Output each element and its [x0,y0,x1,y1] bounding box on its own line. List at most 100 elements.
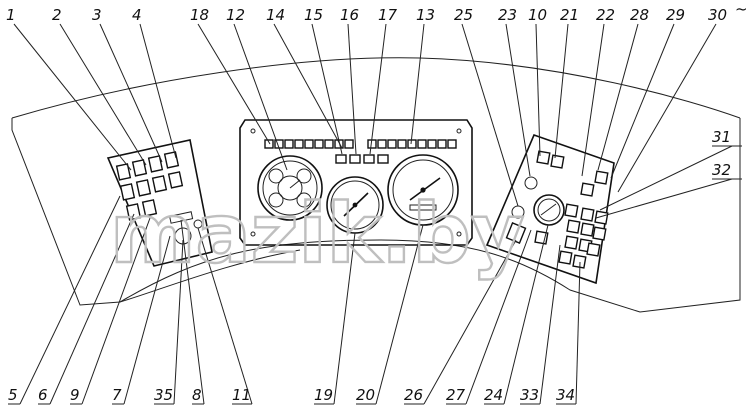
indicator-16 [349,154,361,164]
warning-lamp [314,139,324,149]
leader-line [610,23,675,179]
callout-label-33: 33 [520,386,539,404]
leader-line [465,229,532,405]
left-switches [115,151,184,221]
warning-lamp [284,139,294,149]
callout-label-10: 10 [528,6,547,24]
leader-line [49,213,135,405]
leader-line [273,23,343,149]
leader-line [173,239,184,405]
warning-lamp [344,139,354,149]
warning-lamp [324,139,334,149]
warning-lamp [264,139,274,149]
warning-lamp [427,139,437,149]
callout-label-27: 27 [446,386,466,404]
callout-label-31: 31 [712,128,731,146]
rocker-switch [564,203,579,218]
callout-label-3: 3 [92,6,102,24]
callout-label-25: 25 [454,6,473,24]
rocker-switch [564,235,579,250]
rocker-switch [586,242,601,257]
callout-label-1: 1 [6,6,16,24]
leader-line [597,23,639,171]
corner-mark: ~ [735,0,748,18]
warning-lamp [304,139,314,149]
leader-line [13,23,132,171]
callout-label-28: 28 [630,6,649,24]
center-panel [239,119,473,246]
warning-lamp [407,139,417,149]
rocker-switch [580,222,595,237]
rocker-switch [594,210,609,225]
callout-label-12: 12 [226,6,245,24]
warning-lamp [397,139,407,149]
rocker-switch [147,155,164,173]
rocker-switch [119,183,136,201]
leader-line [503,224,549,405]
callout-label-6: 6 [38,386,48,404]
warning-lamp [377,139,387,149]
callout-label-24: 24 [484,386,503,404]
rocker-switch [135,179,152,197]
rocker-switch [536,150,551,165]
callout-label-2: 2 [52,6,62,24]
leader-line [197,227,253,405]
rocker-switch [594,170,609,185]
callout-label-19: 19 [314,386,333,404]
rocker-switch [115,163,132,181]
indicator-17b [377,154,389,164]
leader-line [180,219,205,405]
rocker-switch [550,154,565,169]
rocker-switch [151,175,168,193]
rocker-switch [566,219,581,234]
rocker-switch [125,203,142,221]
left-switch-panel [106,139,213,267]
leader-line [554,23,569,159]
callout-label-30: 30 [708,6,727,24]
rocker-switch [167,171,184,189]
callout-label-16: 16 [340,6,359,24]
rocker-switch [163,151,180,169]
switch-26 [505,222,527,244]
leader-line [19,195,121,405]
rocker-switch [580,207,595,222]
watermark-text: mazik.by [110,187,524,282]
rocker-switch [592,226,607,241]
leader-line [123,235,171,405]
combination-gauge-12 [257,155,323,221]
callout-label-4: 4 [132,6,142,24]
callout-label-8: 8 [192,386,202,404]
callout-label-11: 11 [232,386,251,404]
callout-label-18: 18 [190,6,209,24]
leader-line [575,261,581,405]
right-switches [534,150,609,269]
callout-label-14: 14 [266,6,285,24]
leader-line [581,23,605,177]
leader-line [197,23,271,145]
leader-line [81,217,151,405]
callout-label-21: 21 [560,6,579,24]
leader-line [461,23,519,207]
callout-label-7: 7 [112,386,122,404]
leader-line [347,23,357,155]
rocker-switch [141,199,158,217]
callout-label-34: 34 [556,386,575,404]
callout-label-22: 22 [596,6,615,24]
indicator-17 [363,154,375,164]
rocker-switch [558,250,573,265]
callout-label-29: 29 [666,6,685,24]
callout-label-32: 32 [712,161,731,179]
rocker-switch [580,182,595,197]
leader-lines [8,23,742,405]
warning-lamp [447,139,457,149]
leader-line [617,23,717,193]
warning-lamps-left [264,139,354,149]
warning-lamp [387,139,397,149]
warning-lamp [437,139,447,149]
callout-label-15: 15 [304,6,323,24]
leader-line [311,23,343,155]
indicator-15 [335,154,347,164]
warning-lamp [294,139,304,149]
